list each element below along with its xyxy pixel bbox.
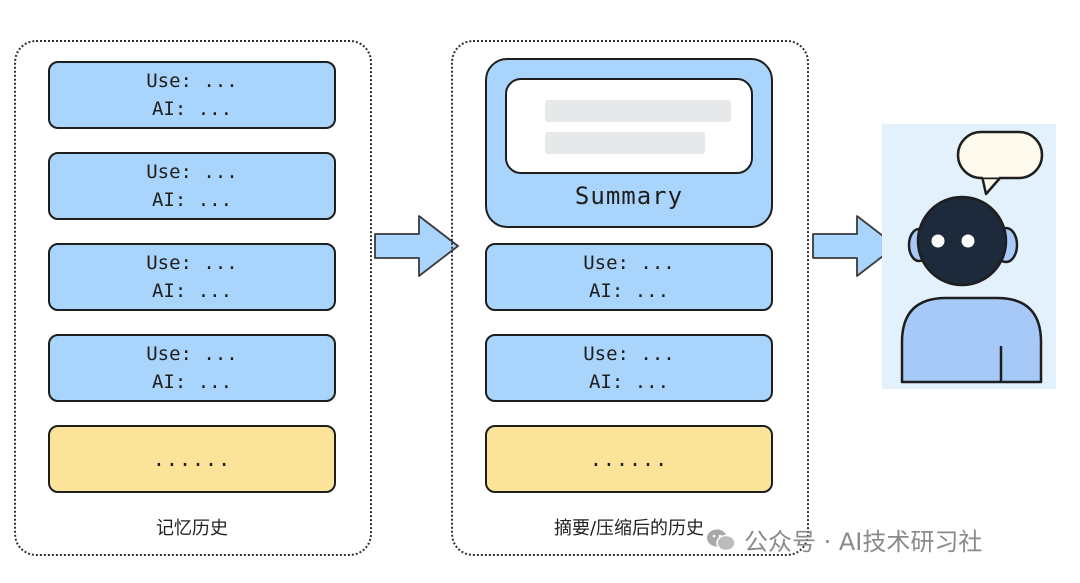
- summary-content-box: [505, 78, 753, 174]
- more-messages-block: ......: [485, 425, 773, 493]
- ai-line: AI: ...: [151, 98, 233, 120]
- user-line: Use: ...: [583, 343, 675, 365]
- ai-line: AI: ...: [151, 189, 233, 211]
- message-block: Use: ... AI: ...: [485, 334, 773, 402]
- speech-bubble-icon: [956, 130, 1044, 196]
- message-block: Use: ... AI: ...: [48, 334, 336, 402]
- watermark-text: 公众号 · AI技术研习社: [744, 528, 983, 556]
- memory-history-group: [14, 40, 372, 556]
- ai-line: AI: ...: [588, 371, 670, 393]
- user-line: Use: ...: [146, 161, 238, 183]
- ai-line: AI: ...: [588, 280, 670, 302]
- summary-card: Summary: [485, 58, 773, 228]
- memory-history-label: 记忆历史: [156, 518, 228, 539]
- ellipsis-text: ......: [589, 447, 669, 471]
- compressed-history-group: [451, 40, 809, 556]
- watermark: 公众号 · AI技术研习社: [706, 522, 982, 557]
- right-arrow-icon: [374, 215, 459, 277]
- message-block: Use: ... AI: ...: [48, 152, 336, 220]
- user-line: Use: ...: [146, 343, 238, 365]
- user-line: Use: ...: [583, 252, 675, 274]
- placeholder-line: [545, 100, 731, 122]
- compressed-history-label: 摘要/压缩后的历史: [553, 518, 705, 539]
- ai-line: AI: ...: [151, 280, 233, 302]
- summary-label: Summary: [574, 182, 684, 210]
- message-block: Use: ... AI: ...: [48, 243, 336, 311]
- placeholder-line: [545, 132, 705, 154]
- right-arrow-icon: [812, 215, 897, 277]
- ellipsis-text: ......: [152, 447, 232, 471]
- message-block: Use: ... AI: ...: [485, 243, 773, 311]
- more-messages-block: ......: [48, 425, 336, 493]
- ai-line: AI: ...: [151, 371, 233, 393]
- user-line: Use: ...: [146, 70, 238, 92]
- robot-icon: [900, 130, 1044, 384]
- wechat-icon: [707, 529, 736, 551]
- user-line: Use: ...: [146, 252, 238, 274]
- message-block: Use: ... AI: ...: [48, 61, 336, 129]
